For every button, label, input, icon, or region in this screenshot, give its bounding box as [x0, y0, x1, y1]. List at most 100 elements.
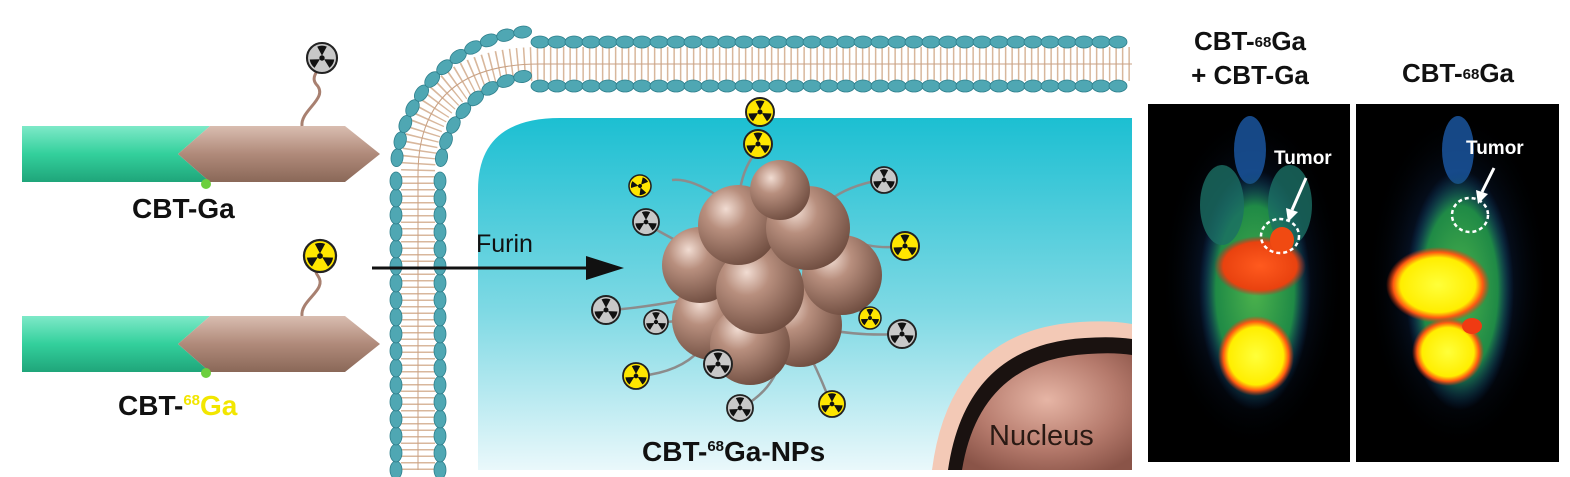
lipid-head — [598, 35, 618, 49]
lipid-head — [433, 375, 447, 395]
lipid-head — [513, 25, 533, 39]
tumor-label-2: Tumor — [1466, 138, 1524, 159]
lipid-head — [887, 35, 907, 49]
lipid-head — [700, 79, 720, 93]
lipid-head — [433, 307, 447, 327]
lipid-head — [1023, 35, 1043, 49]
pet-panel-2-title: CBT-68Ga — [1401, 58, 1515, 88]
lipid-head — [615, 35, 635, 49]
probe-cbt-ga — [22, 41, 380, 189]
furin-label: Furin — [476, 230, 533, 258]
lipid-head — [904, 79, 924, 93]
lipid-head — [921, 35, 941, 49]
lipid-head — [433, 358, 447, 378]
lipid-head — [802, 79, 822, 93]
lipid-head — [433, 290, 447, 310]
lipid-head — [389, 375, 403, 395]
lipid-head — [433, 205, 447, 225]
lipid-head — [389, 188, 403, 208]
lipid-head — [581, 79, 601, 93]
nucleus — [932, 321, 1132, 470]
lipid-head — [530, 35, 550, 49]
gallium-dot — [201, 179, 211, 189]
lipid-head — [649, 35, 669, 49]
lipid-head — [853, 35, 873, 49]
lipid-head — [683, 35, 703, 49]
lipid-head — [389, 443, 403, 463]
lipid-head — [1006, 79, 1026, 93]
lipid-head — [734, 79, 754, 93]
lipid-head — [666, 35, 686, 49]
lipid-head — [1023, 79, 1043, 93]
lipid-head — [615, 79, 635, 93]
nanoparticle-label: CBT-68Ga-NPs — [642, 436, 826, 467]
lipid-head — [819, 79, 839, 93]
lipid-head — [433, 443, 447, 463]
lipid-head — [433, 460, 447, 477]
lipid-head — [389, 426, 403, 446]
lipid-head — [389, 341, 403, 361]
lipid-head — [734, 35, 754, 49]
pet-panel-1 — [1148, 104, 1350, 462]
lipid-head — [768, 35, 788, 49]
lipid-head — [1040, 35, 1060, 49]
lipid-head — [389, 409, 403, 429]
lipid-head — [389, 324, 403, 344]
lipid-head — [802, 35, 822, 49]
lipid-head — [389, 239, 403, 259]
lipid-head — [513, 70, 532, 84]
lipid-head — [433, 222, 447, 242]
lipid-head — [1006, 35, 1026, 49]
lipid-head — [433, 409, 447, 429]
lipid-head — [768, 79, 788, 93]
lipid-head — [389, 307, 403, 327]
lipid-head — [1057, 79, 1077, 93]
lipid-head — [989, 79, 1009, 93]
lipid-head — [887, 79, 907, 93]
radiation-yellow-icon — [302, 238, 338, 274]
lipid-head — [751, 35, 771, 49]
lipid-head — [433, 341, 447, 361]
lipid-head — [389, 273, 403, 293]
lipid-head — [547, 35, 567, 49]
lipid-head — [433, 273, 447, 293]
lipid-head — [989, 35, 1009, 49]
lipid-head — [389, 256, 403, 276]
lipid-head — [632, 35, 652, 49]
lipid-head — [389, 358, 403, 378]
lipid-head — [751, 79, 771, 93]
lipid-head — [1108, 79, 1128, 93]
lipid-head — [1074, 35, 1094, 49]
lipid-head — [389, 205, 403, 225]
probe-label-cbt-ga: CBT-Ga — [132, 193, 235, 224]
lipid-head — [389, 392, 403, 412]
lipid-head — [972, 79, 992, 93]
pet-panel-2 — [1356, 104, 1559, 462]
cell-membrane — [401, 47, 1132, 470]
lipid-head — [433, 324, 447, 344]
tumor-label-1: Tumor — [1274, 148, 1332, 169]
lipid-head — [1091, 35, 1111, 49]
lipid-head — [564, 35, 584, 49]
radiation-gray-icon — [305, 41, 339, 75]
lipid-head — [904, 35, 924, 49]
lipid-head — [433, 256, 447, 276]
lipid-head — [433, 239, 447, 259]
lipid-head — [530, 79, 550, 93]
lipid-head — [433, 171, 447, 191]
gallium-dot — [201, 368, 211, 378]
lipid-head — [547, 79, 567, 93]
lipid-head — [819, 35, 839, 49]
lipid-head — [1057, 35, 1077, 49]
nucleus-label: Nucleus — [989, 420, 1094, 452]
lipid-head — [717, 79, 737, 93]
lipid-head — [666, 79, 686, 93]
probe-cbt-68ga — [22, 238, 380, 378]
lipid-head — [921, 79, 941, 93]
lipid-head — [683, 79, 703, 93]
lipid-head — [836, 35, 856, 49]
lipid-head — [870, 79, 890, 93]
nanoparticle — [591, 97, 920, 422]
lipid-head — [1074, 79, 1094, 93]
